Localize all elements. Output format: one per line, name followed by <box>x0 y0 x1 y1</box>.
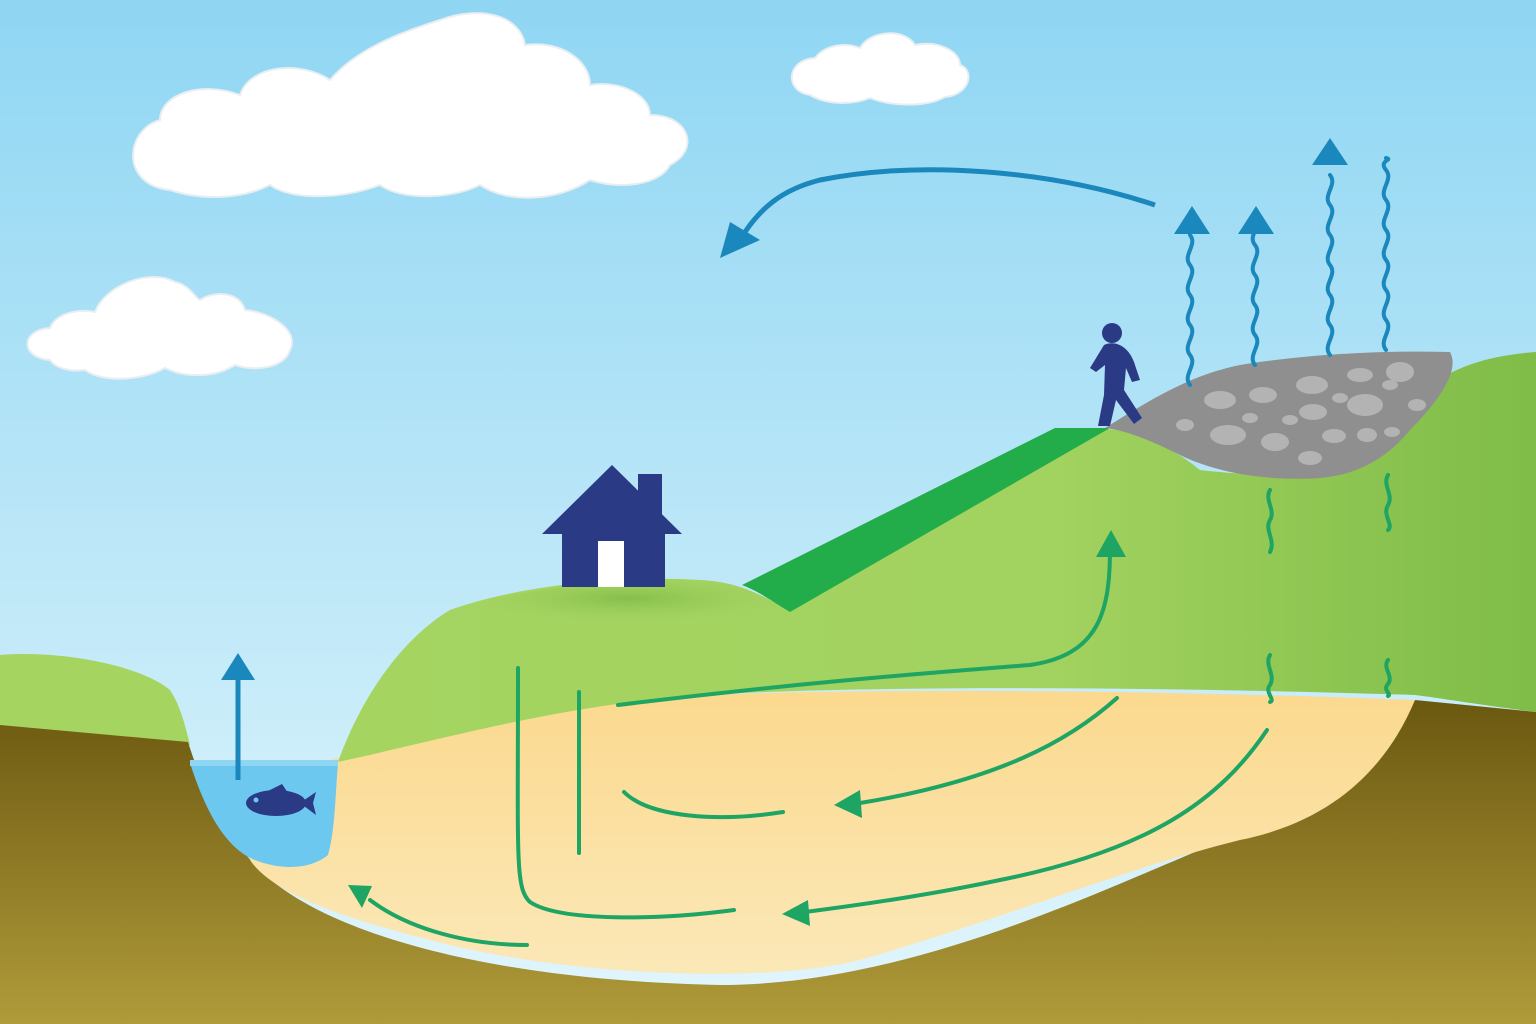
flow-arrow-up-to-hill <box>616 546 1112 707</box>
pond-surface <box>190 760 338 766</box>
pond-volatilization-arrow <box>221 653 255 780</box>
vapor-arrow-heads <box>1174 138 1348 234</box>
fish-icon <box>246 784 316 816</box>
flow-arrow-to-pond <box>368 898 529 947</box>
house-icon <box>542 465 682 587</box>
hill-slope-face <box>742 428 1110 612</box>
waste-pile <box>1105 351 1453 479</box>
flow-arrow-deep-2 <box>515 666 736 920</box>
bedrock-layer <box>0 700 1536 1024</box>
groundwater-arrow-heads <box>348 530 1126 926</box>
flow-arrow-mid-1 <box>858 696 1119 805</box>
cloud-small-left <box>26 276 293 380</box>
flow-arrow-deep-1 <box>803 728 1269 914</box>
cloud-large <box>132 12 689 199</box>
cloud-small-top <box>790 32 970 106</box>
aquifer-soil-layer <box>250 690 1415 974</box>
flow-arrow-mid-2 <box>622 790 785 819</box>
pond <box>190 763 338 867</box>
left-distant-hill <box>0 654 190 745</box>
main-hill <box>338 352 1536 762</box>
leachate-waves <box>1266 473 1392 704</box>
groundwater-flow-arrows <box>368 546 1269 947</box>
house-hill-shade <box>430 579 790 635</box>
person-icon <box>1090 323 1142 426</box>
vapor-arrows <box>1185 156 1391 387</box>
atmospheric-transport-arrow <box>720 167 1156 258</box>
